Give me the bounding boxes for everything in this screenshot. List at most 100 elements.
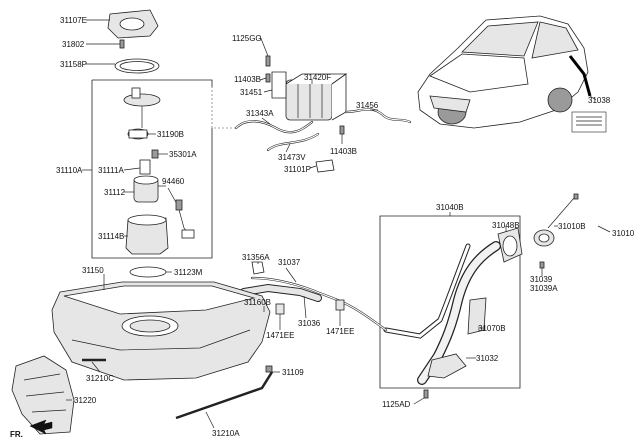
cap-tether [547,197,575,229]
label-31114B: 31114B [98,232,124,241]
label-31037: 31037 [278,258,301,267]
bolt-11403B-top [265,73,271,83]
purge-hose-31473V-inner [267,133,319,151]
label-31343A: 31343A [246,109,274,118]
label-31038: 31038 [588,96,611,105]
leader-31473V [285,143,291,153]
hose-clamp-1471EE-a [275,303,285,315]
label-31107E: 31107E [60,16,87,25]
leader-31101P [309,165,317,169]
leader-31210C [91,361,101,373]
vent-hose-31456-inner [345,108,411,123]
label-1125AD: 1125AD [382,400,411,409]
leader-31038 [589,95,597,101]
filler-hose-31036-inner [241,284,321,301]
canister-group [211,55,412,173]
tank-strap-31210A [175,371,274,420]
reservoir-top [127,214,167,226]
label-31190B: 31190B [157,130,184,139]
label-31210C: 31210C [86,374,114,383]
fuel-pump-module-group [91,9,213,278]
bolt-31802 [119,39,125,49]
label-31160B: 31160B [244,298,271,307]
tether-end [573,193,579,200]
fuel-sender [175,199,183,211]
pump-top-ellipse [133,175,159,185]
label-31111A: 31111A [98,166,124,175]
label-31101P: 31101P [284,165,311,174]
fuel-door-marker [568,55,592,97]
bolt-1125GG [265,55,271,67]
leader-31010 [597,225,611,233]
filler-hose-31032 [427,353,467,379]
label-31109: 31109 [282,368,304,377]
label-94460: 94460 [162,177,185,186]
label-31802: 31802 [62,40,85,49]
filler-pipe-inner [418,242,500,384]
label-31210A: 31210A [212,429,240,438]
sender-arm [167,187,191,237]
label-35301A: 35301A [169,150,197,159]
leader-1125GG [259,35,269,57]
label-31110A: 31110A [56,166,83,175]
label-31451: 31451 [240,88,263,97]
bolt-1125AD [423,389,429,399]
leader-1125AD [413,397,425,405]
car-rear-wheel [547,87,573,113]
bolt-31109 [265,365,273,373]
label-31040B: 31040B [436,203,464,212]
label-31356A: 31356A [242,253,270,262]
sender-float [181,229,195,239]
car-windshield [461,21,539,57]
leader-11403B-top [259,77,267,81]
canister-bracket [271,71,287,99]
label-31420F: 31420F [304,73,331,82]
tank-seam [71,329,251,351]
pump-seal [139,159,151,175]
leader-lines [66,19,611,429]
label-31473V: 31473V [278,153,306,162]
label-31039A: 31039A [530,284,558,293]
label-31039: 31039 [530,275,553,284]
filler-bracket-31070B [467,297,487,335]
label-1125GG: 1125GG [232,34,262,43]
label-31112: 31112 [104,188,126,197]
label-31032: 31032 [476,354,499,363]
clip-31039 [539,261,545,269]
label-31158P: 31158P [60,60,87,69]
label-31456: 31456 [356,101,379,110]
vapor-line-dashed [211,86,236,129]
label-front: FR. [10,430,23,439]
filler-hose-31037-inner [251,277,387,331]
sensor-35301A [151,149,159,159]
car-hood [429,53,529,93]
filter-plate-31101P [315,159,335,173]
label-31070B: 31070B [478,324,506,333]
fuel-tank-top [63,285,256,315]
cover-plate-center [119,17,145,31]
label-31010: 31010 [612,229,635,238]
label-1471EE-b: 1471EE [326,327,354,336]
label-1471EE-a: 1471EE [266,331,294,340]
fuel-reservoir [125,217,169,255]
leader-31111A [123,167,141,171]
vapor-hose-31343A-inner [235,120,313,133]
caution-label-plate [571,111,607,133]
car-side-windows [531,21,579,59]
leader-31037 [285,267,297,283]
clip-31356A [251,261,265,275]
leader-31343A [261,117,271,125]
fuel-tank-group [11,281,274,435]
vehicle-illustration [417,15,607,133]
pump-flange [123,93,161,107]
canister-body [285,79,333,121]
filler-gasket-hole [502,235,518,257]
tank-pump-opening-inner [129,319,171,333]
pump-module-frame [91,79,213,259]
filler-neck-frame [379,215,521,389]
label-31220: 31220 [74,396,97,405]
part-labels: 31107E 31802 31158P 31190B 35301A 31111A… [10,16,635,439]
label-31123M: 31123M [174,268,203,277]
leader-31451 [263,89,273,93]
